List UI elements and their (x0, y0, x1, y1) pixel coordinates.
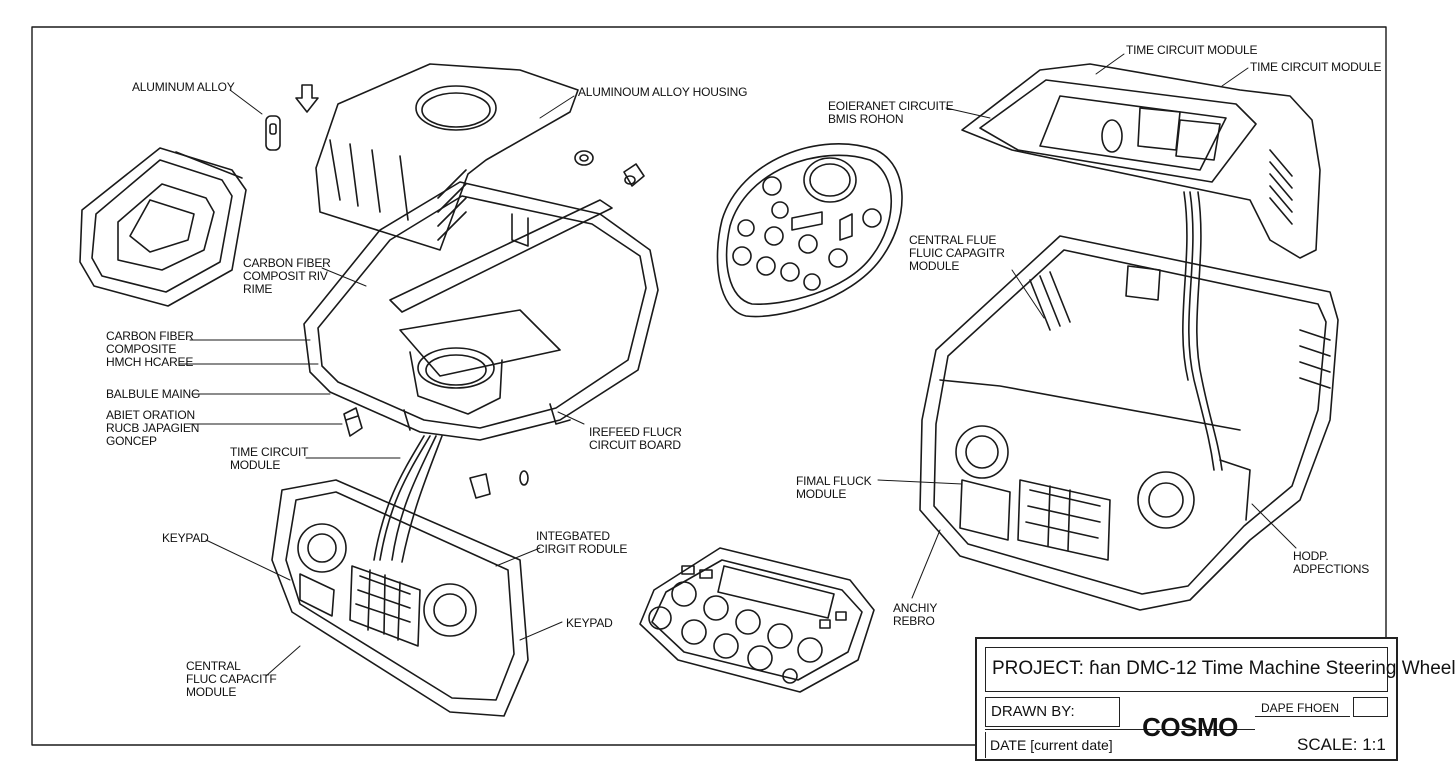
leader-lines (179, 53, 1297, 677)
sheet-border (31, 26, 1387, 746)
title-block: PROJECT: ɦan DMC-12 Time Machine Steerin… (975, 637, 1456, 761)
circuit-board-assembly-left (271, 479, 529, 717)
date-field: DATE [current date] (985, 732, 1113, 758)
label-time-circuit-module-top: TIME CIRCUIT MODULE (1126, 43, 1258, 57)
sheet-number-cell (1353, 697, 1388, 717)
label-keypad-mid: KEYPAD (566, 616, 613, 630)
small-clip-2 (469, 473, 491, 499)
wire-bundle-left (373, 435, 443, 563)
small-clip-1 (343, 407, 363, 437)
label-anchiy-rebro: ANCHIY REBRO (893, 601, 938, 628)
arrow-part (295, 84, 319, 113)
label-aluminium-alloy: ALUMINUM ALLOY (132, 80, 235, 94)
aluminium-housing-lid (315, 63, 579, 251)
company-logo: COSMO (1142, 712, 1238, 742)
time-circuit-frame-top (961, 63, 1321, 259)
label-integbated-cirgit: INTEGBATED CIRGIT RODULE (536, 529, 628, 556)
sheet-field: DAPE FHOEN (1261, 701, 1340, 715)
label-time-circuit-module-top-2: TIME CIRCUIT MODULE (1250, 60, 1382, 74)
small-bushing-1 (574, 150, 594, 166)
fastener-part-1 (265, 115, 281, 151)
label-fimal-fluck: FIMAL FLUCK MODULE (796, 474, 872, 501)
wire-bundle-right (1182, 191, 1223, 471)
label-central-flue: CENTRAL FLUE FLUIC CAPAGITR MODULE (909, 233, 1005, 273)
small-bushing-2 (623, 163, 645, 187)
project-title: PROJECT: ɦan DMC-12 Time Machine Steerin… (985, 647, 1456, 692)
label-hodp-adpections: HODP. ADPECTIONS (1293, 549, 1370, 576)
tray-part (79, 147, 247, 307)
main-box-right (919, 235, 1339, 611)
scale-field: SCALE: 1:1 (1297, 735, 1386, 754)
label-aluminium-alloy-housing: ALUMINOUM ALLOY HOUSING (578, 85, 748, 99)
keypad-oval (716, 143, 903, 318)
lower-housing-body (303, 181, 659, 441)
label-keypad-left: KEYPAD (162, 531, 209, 545)
label-balbule-maing: BALBULE MAING (106, 387, 201, 401)
technical-drawing-sheet: ALUMINUM ALLOY ALUMINOUM ALLOY HOUSING C… (31, 26, 1456, 761)
label-time-circuit-module-left: TIME CIRCUIT MODULE (230, 445, 309, 472)
label-abiet-oration: ABIET ORATION RUCB JAPAGIEN GONCEP (106, 408, 200, 448)
title-block-divider (985, 729, 1255, 730)
keypad-rectangular (639, 547, 875, 693)
label-irefeed-flucr: IREFEED FLUCR CIRCUIT BOARD (589, 425, 682, 452)
drawn-by-field: DRAWN BY: (985, 697, 1120, 727)
exploded-view-drawing (31, 26, 1387, 746)
label-eoieranet-circuite: EOIERANET CIRCUITE BMIS ROHON (828, 99, 954, 126)
sheet-field-box (1255, 697, 1350, 717)
label-carbon-fiber-composite: CARBON FIBER COMPOSITE HMCH HCAREE (106, 329, 194, 369)
small-pin (519, 470, 529, 486)
label-central-fluc-capacitf: CENTRAL FLUC CAPACITF MODULE (186, 659, 277, 699)
label-carbon-fiber-rime: CARBON FIBER COMPOSIT RIV RIME (243, 256, 331, 296)
